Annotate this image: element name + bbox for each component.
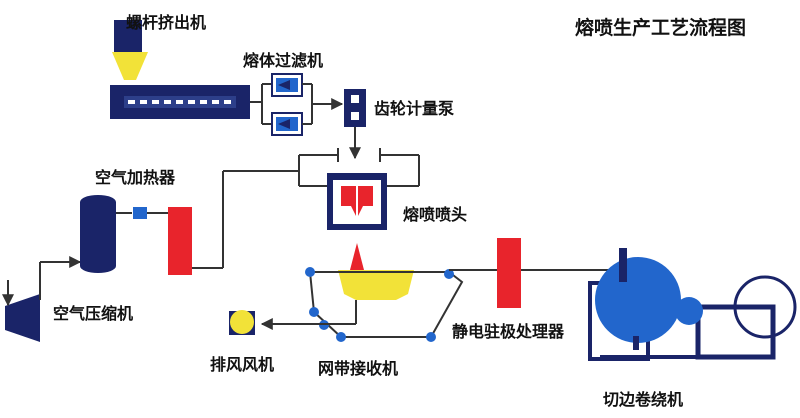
- treater-label: 静电驻极处理器: [452, 322, 565, 341]
- fiber-stream: [350, 243, 364, 270]
- die-label: 熔喷喷头: [403, 205, 467, 224]
- edge-trim-winder: [588, 248, 797, 361]
- gear-pump-label: 齿轮计量泵: [374, 99, 454, 118]
- belt-collector: [260, 267, 464, 342]
- diagram-title: 熔喷生产工艺流程图: [575, 16, 746, 39]
- compressor-label: 空气压缩机: [53, 304, 133, 323]
- air-heater: [80, 170, 299, 275]
- collected-web: [338, 270, 414, 300]
- melt-blown-die: [298, 148, 420, 270]
- electret-treater: [449, 238, 620, 308]
- heater-label: 空气加热器: [95, 168, 176, 187]
- extruder-hopper-top: [114, 20, 142, 52]
- collector-label: 网带接收机: [318, 359, 398, 378]
- screw-extruder: [110, 20, 250, 119]
- extruder-hopper: [112, 52, 148, 80]
- air-compressor: [2, 256, 82, 342]
- filter-label: 熔体过滤机: [243, 51, 323, 70]
- extruder-screw: [128, 100, 231, 104]
- gear-metering-pump: [344, 89, 366, 160]
- winder-label: 切边卷绕机: [603, 390, 683, 409]
- exhaust-fan: [229, 310, 255, 335]
- fan-label: 排风风机: [210, 355, 274, 374]
- melt-filter: [250, 73, 344, 136]
- extruder-label: 螺杆挤出机: [126, 13, 206, 32]
